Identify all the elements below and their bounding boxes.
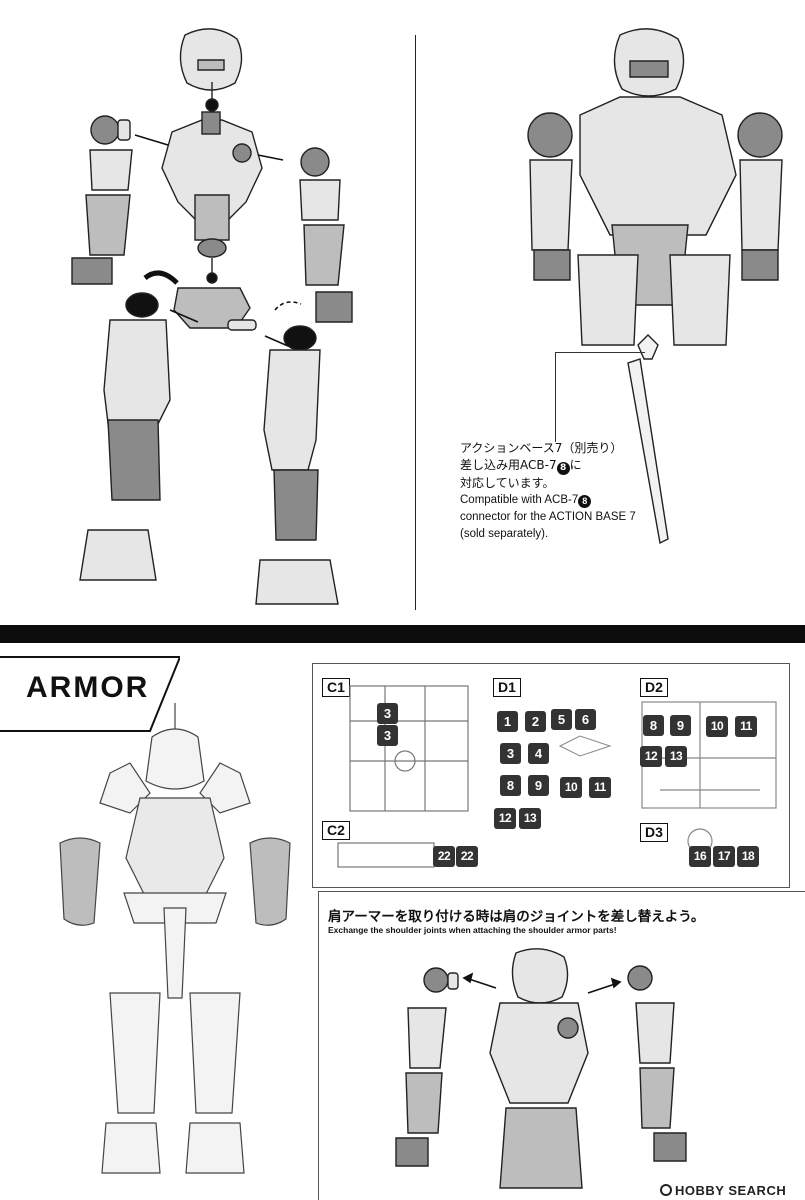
shoulder-instruction-jp: 肩アーマーを取り付ける時は肩のジョイントを差し替えよう。 (328, 909, 705, 925)
part-tag-d3-16: 16 (689, 846, 711, 867)
armor-title: ARMOR (26, 671, 150, 704)
part-tag-d1-6: 6 (575, 709, 596, 730)
part-tag-d1-1: 1 (497, 711, 518, 732)
watermark: HOBBY SEARCH (660, 1183, 786, 1198)
compat-jp-line2-suffix: に (569, 458, 582, 472)
compat-en-line1-text: Compatible with ACB-7 (460, 494, 579, 506)
part-tag-d1-10: 10 (560, 777, 582, 798)
part-tag-d3-18: 18 (737, 846, 759, 867)
part-tag-d2-8: 8 (643, 715, 664, 736)
shoulder-joint-instruction-box (318, 891, 805, 1200)
part-tag-c2-22b: 22 (456, 846, 478, 867)
parts-runner-frame (312, 663, 790, 888)
frame-on-action-base-illustration (527, 28, 783, 545)
panel-divider (415, 35, 416, 610)
compat-jp-line3: 対応しています。 (460, 476, 555, 490)
part-tag-d2-12: 12 (640, 746, 662, 767)
part-tag-d2-13: 13 (665, 746, 687, 767)
circled-number-icon: 8 (578, 495, 592, 508)
part-tag-d1-11: 11 (589, 777, 611, 798)
armored-figure-illustration (59, 703, 291, 1174)
part-tag-c2-22a: 22 (433, 846, 455, 867)
runner-d1-drawing (558, 735, 612, 757)
hobby-search-logo-icon (660, 1184, 672, 1196)
part-tag-d1-2: 2 (525, 711, 546, 732)
shoulder-instruction-en: Exchange the shoulder joints when attach… (328, 925, 617, 935)
runner-c2-drawing (337, 842, 435, 868)
part-tag-d2-10: 10 (706, 716, 728, 737)
part-tag-d2-11: 11 (735, 716, 757, 737)
exploded-frame-illustration (71, 28, 353, 605)
part-tag-d1-13: 13 (519, 808, 541, 829)
compat-jp-line1: アクションベース7（別売り） (460, 441, 623, 455)
armor-section: ARMOR C1 (0, 643, 805, 1200)
part-tag-d1-8: 8 (500, 775, 521, 796)
runner-c1-drawing (349, 685, 469, 812)
part-tag-d1-4: 4 (528, 743, 549, 764)
circled-number-icon: 8 (556, 462, 570, 475)
part-tag-d2-9: 9 (670, 715, 691, 736)
part-tag-d1-5: 5 (551, 709, 572, 730)
runner-d2-drawing (641, 701, 777, 809)
part-tag-d1-12: 12 (494, 808, 516, 829)
part-tag-d1-3: 3 (500, 743, 521, 764)
part-tag-d1-9: 9 (528, 775, 549, 796)
part-tag-c1-3b: 3 (377, 725, 398, 746)
runner-label-d3: D3 (640, 823, 668, 842)
armor-title-frame (0, 656, 180, 732)
runner-label-c2: C2 (322, 821, 350, 840)
part-tag-d3-17: 17 (713, 846, 735, 867)
compat-en-line2: connector for the ACTION BASE 7 (460, 511, 636, 523)
shoulder-exchange-illustration (395, 948, 687, 1189)
compat-en-line3: (sold separately). (460, 528, 549, 540)
part-tag-c1-3a: 3 (377, 703, 398, 724)
section-band (0, 625, 805, 643)
watermark-text: HOBBY SEARCH (675, 1183, 787, 1198)
runner-label-d1: D1 (493, 678, 521, 697)
compat-jp-line2-text: 差し込み用ACB-7 (460, 458, 557, 472)
callout-leader-line (555, 352, 645, 442)
runner-label-d2: D2 (640, 678, 668, 697)
